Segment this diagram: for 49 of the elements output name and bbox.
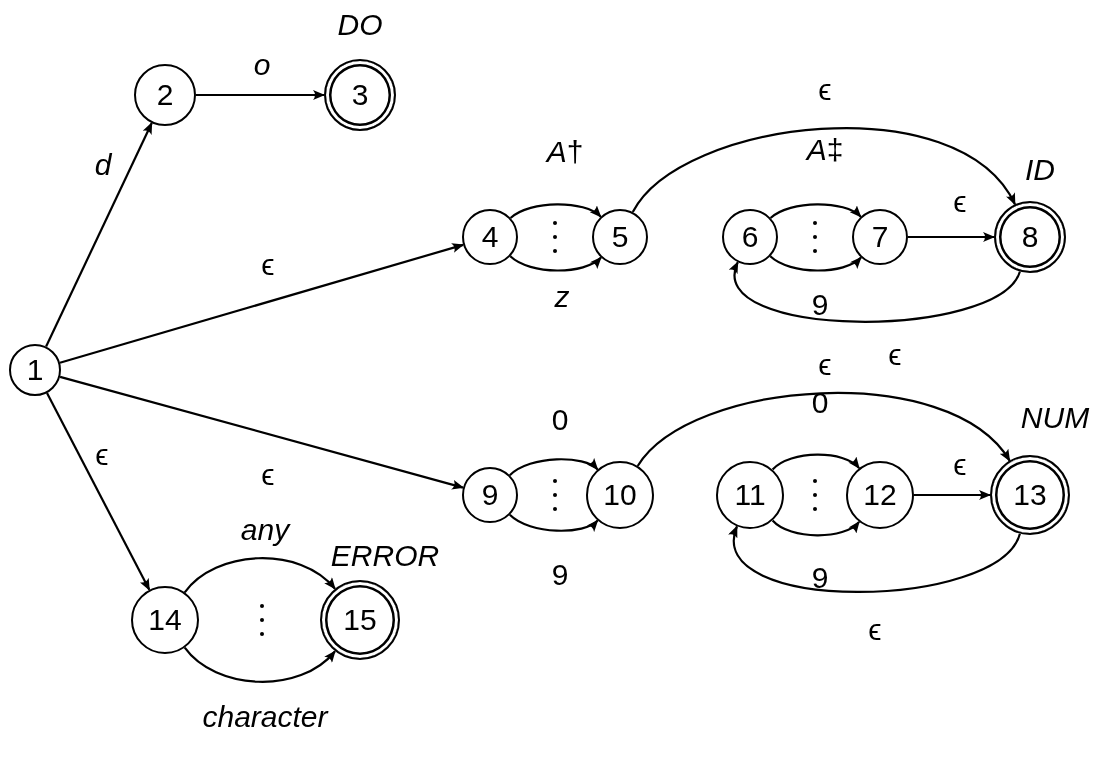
state-number: 8 <box>1021 222 1039 252</box>
edge-label: ϵ <box>818 75 832 105</box>
state-circle <box>716 461 784 529</box>
state-number: 15 <box>343 605 377 635</box>
edge-label: any <box>240 515 290 545</box>
state-number: 6 <box>741 222 759 252</box>
edge-label: 9 <box>551 560 569 590</box>
edge-label: ϵ <box>261 250 275 280</box>
token-label: ERROR <box>330 541 440 571</box>
state-number: 3 <box>351 80 369 110</box>
token-label: DO <box>337 10 383 40</box>
state-circle <box>586 461 654 529</box>
state-number: 4 <box>481 222 499 252</box>
state-number: 1 <box>26 355 44 385</box>
edge-label: character <box>202 702 328 732</box>
state-number: 13 <box>1013 480 1047 510</box>
state-circle <box>592 209 648 265</box>
edge-label: ϵ <box>261 460 275 490</box>
edge-label: 9 <box>811 563 829 593</box>
edge-label: 0 <box>811 388 829 418</box>
state-circle <box>722 209 778 265</box>
edge-label: A‡ <box>806 135 844 165</box>
state-number: 10 <box>603 480 637 510</box>
state-circle <box>852 209 908 265</box>
state-circle <box>9 344 61 396</box>
edge-label: ϵ <box>818 350 832 380</box>
state-number: 9 <box>481 480 499 510</box>
edge-label: ϵ <box>95 440 109 470</box>
token-label: ID <box>1025 155 1055 185</box>
edge-label: 0 <box>551 405 569 435</box>
edge-label: ϵ <box>953 187 967 217</box>
edge-label: d <box>94 150 112 180</box>
state-number: 5 <box>611 222 629 252</box>
state-number: 11 <box>734 480 766 510</box>
edge-label: ϵ <box>953 450 967 480</box>
edge-label: ϵ <box>868 615 882 645</box>
state-number: 7 <box>871 222 889 252</box>
state-number: 12 <box>863 480 897 510</box>
state-number: 14 <box>148 605 182 635</box>
edge-label: 9 <box>811 290 829 320</box>
edge-label: z <box>554 282 570 312</box>
edge-label: ϵ <box>888 340 902 370</box>
state-circle <box>462 467 518 523</box>
state-circle <box>846 461 914 529</box>
edge-label: A† <box>546 137 584 167</box>
state-number: 2 <box>156 80 174 110</box>
edge-label: o <box>253 50 271 80</box>
token-label: NUM <box>1020 403 1090 433</box>
state-circle <box>462 209 518 265</box>
